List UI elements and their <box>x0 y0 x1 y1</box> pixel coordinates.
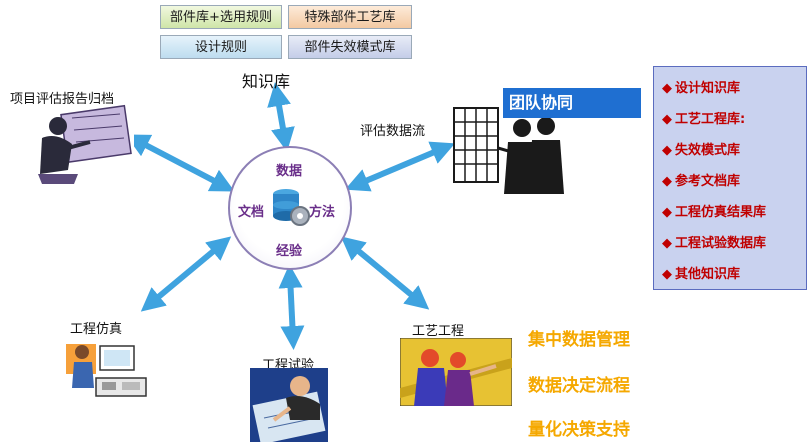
hub-document-label: 文档 <box>238 205 265 220</box>
knowledge-list-panel: ◆设计知识库 ◆工艺工程库: ◆失效模式库 ◆参考文档库 ◆工程仿真结果库 ◆工… <box>653 66 807 290</box>
knowledge-list-item[interactable]: ◆参考文档库 <box>662 174 741 189</box>
team-collaboration-banner: 团队协同 <box>503 88 641 118</box>
knowledge-list-item[interactable]: ◆工程仿真结果库 <box>662 205 767 220</box>
slogan-data-driven-flow: 数据决定流程 <box>528 376 630 396</box>
simulation-label: 工程仿真 <box>70 322 123 337</box>
diamond-bullet-icon: ◆ <box>662 236 672 251</box>
diamond-bullet-icon: ◆ <box>662 267 672 282</box>
lib-special-process[interactable]: 特殊部件工艺库 <box>288 5 412 29</box>
knowledge-base-label: 知识库 <box>242 72 291 91</box>
knowledge-list-item[interactable]: ◆设计知识库 <box>662 81 741 96</box>
lib-failure-modes[interactable]: 部件失效模式库 <box>288 35 412 59</box>
knowledge-list-item[interactable]: ◆失效模式库 <box>662 143 741 158</box>
slogan-quantified-decision: 量化决策支持 <box>528 420 630 440</box>
database-icon <box>273 189 310 226</box>
engineering-test-icon <box>250 368 328 442</box>
engineer-drafting-icon <box>28 104 134 188</box>
arrow-simulation <box>140 236 232 312</box>
hub-method-label: 方法 <box>309 205 336 220</box>
diamond-bullet-icon: ◆ <box>662 174 672 189</box>
report-archive-label: 项目评估报告归档 <box>10 92 115 107</box>
knowledge-list-item[interactable]: ◆其他知识库 <box>662 267 741 282</box>
slogan-centralized-data: 集中数据管理 <box>528 330 630 350</box>
arrow-test <box>278 264 305 350</box>
diamond-bullet-icon: ◆ <box>662 81 672 96</box>
lib-design-rules[interactable]: 设计规则 <box>160 35 282 59</box>
arrow-report <box>125 134 235 192</box>
process-label: 工艺工程 <box>412 324 465 339</box>
arrow-process <box>340 236 430 310</box>
lib-parts-rules[interactable]: 部件库+选用规则 <box>160 5 282 29</box>
hub-data-label: 数据 <box>276 164 303 179</box>
arrow-knowledge <box>267 82 295 152</box>
diamond-bullet-icon: ◆ <box>662 205 672 220</box>
diamond-bullet-icon: ◆ <box>662 112 672 127</box>
knowledge-list-item[interactable]: ◆工程试验数据库 <box>662 236 767 251</box>
process-engineering-icon <box>400 338 512 406</box>
eval-flow-label: 评估数据流 <box>360 124 426 139</box>
team-review-icon <box>453 107 564 194</box>
knowledge-list-item[interactable]: ◆工艺工程库: <box>662 112 746 127</box>
simulation-workstation-icon <box>66 344 147 397</box>
hub-experience-label: 经验 <box>276 244 303 259</box>
arrow-eval <box>344 141 456 192</box>
diamond-bullet-icon: ◆ <box>662 143 672 158</box>
